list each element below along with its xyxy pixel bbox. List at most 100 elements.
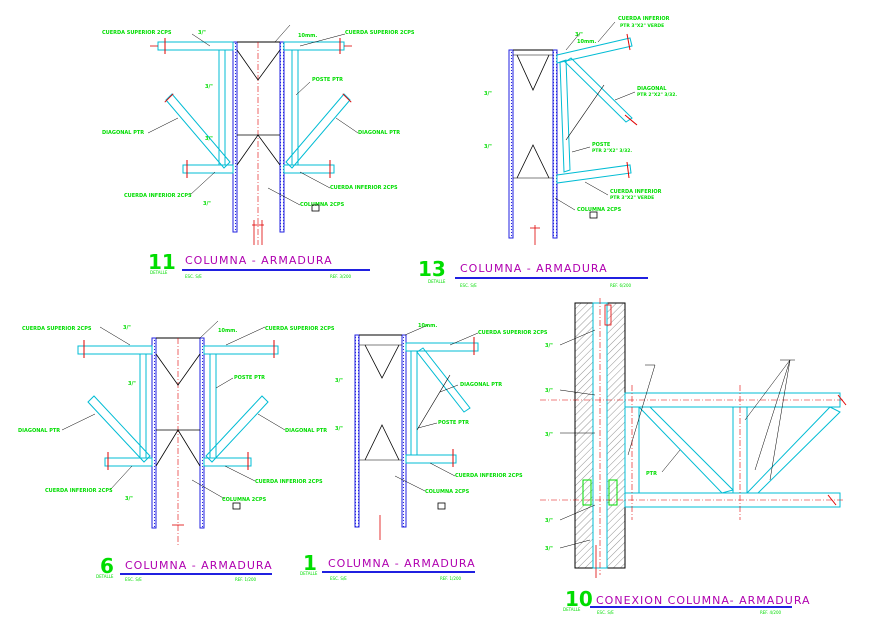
post-left xyxy=(218,49,226,166)
label-top-chord: CUERDA SUPERIOR 2CPS xyxy=(478,330,548,336)
label-diagonal-spec: PTR 2"X2" 3/32. xyxy=(637,92,677,98)
diagonal-right xyxy=(205,395,269,463)
label-column: COLUMNA 2CPS xyxy=(300,202,345,208)
label-top-chord-left: CUERDA SUPERIOR 2CPS xyxy=(22,326,92,332)
top-chord-left xyxy=(77,345,153,355)
label-top-chord-left: CUERDA SUPERIOR 2CPS xyxy=(102,30,172,36)
diagonal xyxy=(416,347,471,413)
label-thickness: 10mm. xyxy=(418,323,437,329)
bottom-chord xyxy=(556,164,632,184)
column-flange-right xyxy=(199,337,205,529)
column-flange-left xyxy=(232,41,238,233)
label-post: POSTE PTR xyxy=(234,375,265,381)
label-bottom-chord-left: CUERDA INFERIOR 2CPS xyxy=(124,193,192,199)
label-weld-4: 3/" xyxy=(203,201,211,207)
column-flange-right xyxy=(552,49,558,239)
detail-10: PTR 3/" 3/" 3/" 3/" 3/" 10 DETALLE CONEX… xyxy=(540,298,847,615)
label-post: POSTE PTR xyxy=(438,420,469,426)
label-weld-3: 3/" xyxy=(205,136,213,142)
label-weld-2: 3/" xyxy=(128,381,136,387)
label-top-chord-right: CUERDA SUPERIOR 2CPS xyxy=(345,30,415,36)
truss-diagonal-1 xyxy=(637,406,734,494)
diagonal-left xyxy=(165,93,231,169)
column-flange-left xyxy=(354,334,360,528)
bottom-chord-left xyxy=(104,457,153,467)
detail-number: 1 xyxy=(303,551,317,575)
label-weld-1: 3/" xyxy=(335,378,343,384)
detail-number: 6 xyxy=(100,554,114,578)
label-post: POSTE PTR xyxy=(312,77,343,83)
detail-1: CUERDA SUPERIOR 2CPS 10mm. DIAGONAL PTR … xyxy=(300,323,548,581)
diagonal-right xyxy=(285,93,351,169)
label-column: COLUMNA 2CPS xyxy=(425,489,470,495)
label-column: COLUMNA 2CPS xyxy=(222,497,267,503)
label-diagonal: DIAGONAL xyxy=(637,86,667,92)
top-chord-left xyxy=(157,41,234,51)
detail-scale: ESC. S/E xyxy=(460,283,477,288)
label-weld-2: 3/" xyxy=(335,426,343,432)
detail-word: DETALLE xyxy=(150,270,168,275)
detail-ref: REF. 3/200 xyxy=(330,274,351,279)
label-bottom-chord-right: CUERDA INFERIOR 2CPS xyxy=(255,479,323,485)
top-chord xyxy=(405,342,479,352)
label-diagonal: DIAGONAL PTR xyxy=(460,382,502,388)
label-weld-3: 3/" xyxy=(575,32,583,38)
detail-13: CUERDA INFERIOR PTR 3"X2" VERDE 10mm. DI… xyxy=(418,16,677,288)
post-right xyxy=(291,49,299,166)
column-flange-right xyxy=(279,41,285,233)
detail-word: DETALLE xyxy=(300,571,318,576)
post xyxy=(410,350,418,456)
label-weld-3: 3/" xyxy=(545,432,553,438)
label-column: COLUMNA 2CPS xyxy=(577,207,622,213)
label-post-spec: PTR 2"X2" 3/32. xyxy=(592,148,632,154)
detail-title: COLUMNA - ARMADURA xyxy=(328,557,476,570)
detail-6: CUERDA SUPERIOR 2CPS CUERDA SUPERIOR 2CP… xyxy=(18,320,335,582)
label-bottom-chord-left: CUERDA INFERIOR 2CPS xyxy=(45,488,113,494)
detail-ref: REF. 4/200 xyxy=(760,610,781,615)
label-thickness: 10mm. xyxy=(577,39,596,45)
detail-number: 13 xyxy=(418,257,446,281)
top-chord xyxy=(556,37,633,64)
detail-word: DETALLE xyxy=(428,279,446,284)
detail-scale: ESC. S/E xyxy=(185,274,202,279)
label-bottom-chord-spec: PTR 3"X2" VERDE xyxy=(610,195,654,201)
bottom-chord-right xyxy=(203,457,252,467)
label-weld-1: 3/" xyxy=(198,30,206,36)
truss-diagonal-2 xyxy=(745,406,841,494)
label-weld-2: 3/" xyxy=(205,84,213,90)
label-weld-5: 3/" xyxy=(545,546,553,552)
diagonal xyxy=(564,57,633,123)
label-weld-4: 3/" xyxy=(545,518,553,524)
label-top-chord-right: CUERDA SUPERIOR 2CPS xyxy=(265,326,335,332)
label-weld-2: 3/" xyxy=(484,144,492,150)
label-diagonal-left: DIAGONAL PTR xyxy=(18,428,60,434)
label-weld-1: 3/" xyxy=(545,343,553,349)
detail-ref: REF. 1/200 xyxy=(235,577,256,582)
detail-number: 10 xyxy=(565,587,593,611)
label-diagonal-left: DIAGONAL PTR xyxy=(102,130,144,136)
detail-scale: ESC. S/E xyxy=(597,610,614,615)
label-diagonal-right: DIAGONAL PTR xyxy=(285,428,327,434)
bottom-chord-left xyxy=(182,164,234,174)
post xyxy=(559,59,571,173)
diagonal-left xyxy=(87,395,151,463)
detail-11: CUERDA SUPERIOR 2CPS CUERDA SUPERIOR 2CP… xyxy=(102,24,415,279)
column-flange-left xyxy=(151,337,157,529)
top-chord-right xyxy=(283,41,345,51)
label-thickness: 10mm. xyxy=(298,33,317,39)
label-bottom-chord: CUERDA INFERIOR 2CPS xyxy=(455,473,523,479)
detail-title: CONEXION COLUMNA- ARMADURA xyxy=(596,594,811,607)
detail-scale: ESC. S/E xyxy=(125,577,142,582)
detail-ref: REF. 1/200 xyxy=(440,576,461,581)
label-top-chord: CUERDA INFERIOR xyxy=(618,16,670,22)
post-left xyxy=(139,353,147,459)
column-flange-left xyxy=(508,49,514,239)
label-bottom-chord: CUERDA INFERIOR xyxy=(610,189,662,195)
detail-title: COLUMNA - ARMADURA xyxy=(460,262,608,275)
label-top-chord-spec: PTR 3"X2" VERDE xyxy=(620,23,664,29)
detail-ref: REF. 6/200 xyxy=(610,283,631,288)
bottom-chord-right xyxy=(283,164,335,174)
top-chord-right xyxy=(203,345,279,355)
bottom-chord xyxy=(405,454,457,464)
detail-title: COLUMNA - ARMADURA xyxy=(125,559,273,572)
